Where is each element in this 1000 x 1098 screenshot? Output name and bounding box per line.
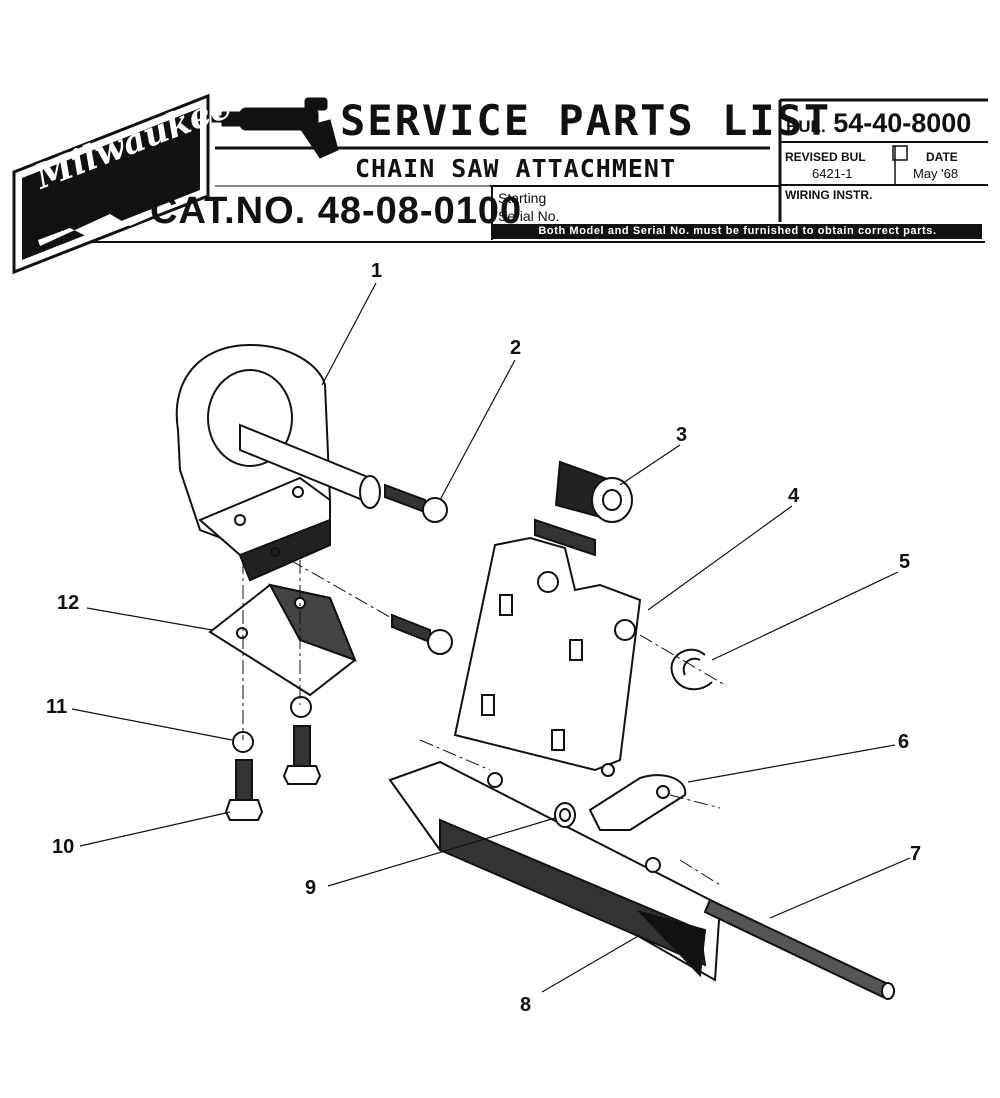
- revised-value: 6421-1: [812, 166, 853, 181]
- callout-10: 10: [52, 836, 75, 858]
- callout-5: 5: [899, 551, 911, 573]
- callout-2: 2: [510, 337, 522, 359]
- callout-7: 7: [910, 843, 922, 865]
- callout-8: 8: [520, 994, 532, 1016]
- bulletin-prefix: BUL.: [786, 117, 826, 136]
- part-9-spring: [554, 802, 576, 828]
- part-1-bracket: [175, 343, 381, 582]
- callout-6: 6: [898, 731, 910, 753]
- part-3-roller: [534, 460, 633, 557]
- bulletin-value: 54-40-8000: [833, 108, 972, 138]
- callout-11: 11: [46, 696, 68, 718]
- date-label: DATE: [926, 150, 958, 164]
- part-5-clip: [670, 648, 713, 691]
- header-rules: [85, 98, 988, 243]
- drill-icon: [211, 97, 339, 159]
- callout-12: 12: [57, 592, 80, 614]
- milwaukee-logo: [12, 93, 210, 275]
- bulletin-number: BUL. 54-40-8000: [786, 108, 971, 139]
- wiring-label: WIRING INSTR.: [785, 188, 873, 202]
- leader-lines: [71, 282, 911, 993]
- callout-4: 4: [788, 485, 800, 507]
- notice-banner: Both Model and Serial No. must be furnis…: [493, 224, 982, 239]
- part-2-screw: [384, 483, 453, 655]
- serial-label: Serial No.: [498, 208, 560, 224]
- part-10-11-bolts: [224, 696, 322, 821]
- catalog-number: CAT.NO. 48-08-0100: [150, 190, 523, 232]
- part-12-plate: [208, 583, 357, 697]
- part-7-rod: [703, 898, 895, 1000]
- part-6-link: [588, 774, 687, 831]
- center-lines: [242, 559, 726, 886]
- callout-3: 3: [676, 424, 688, 446]
- part-4-plate: [453, 536, 642, 777]
- part-8-base: [388, 760, 722, 982]
- product-subtitle: CHAIN SAW ATTACHMENT: [355, 154, 677, 183]
- callout-9: 9: [305, 877, 317, 899]
- callout-1: 1: [371, 260, 383, 282]
- page-title: SERVICE PARTS LIST: [340, 96, 832, 145]
- date-value: May '68: [913, 166, 959, 181]
- revised-label: REVISED BUL: [785, 150, 866, 164]
- starting-label: Starting: [498, 190, 547, 206]
